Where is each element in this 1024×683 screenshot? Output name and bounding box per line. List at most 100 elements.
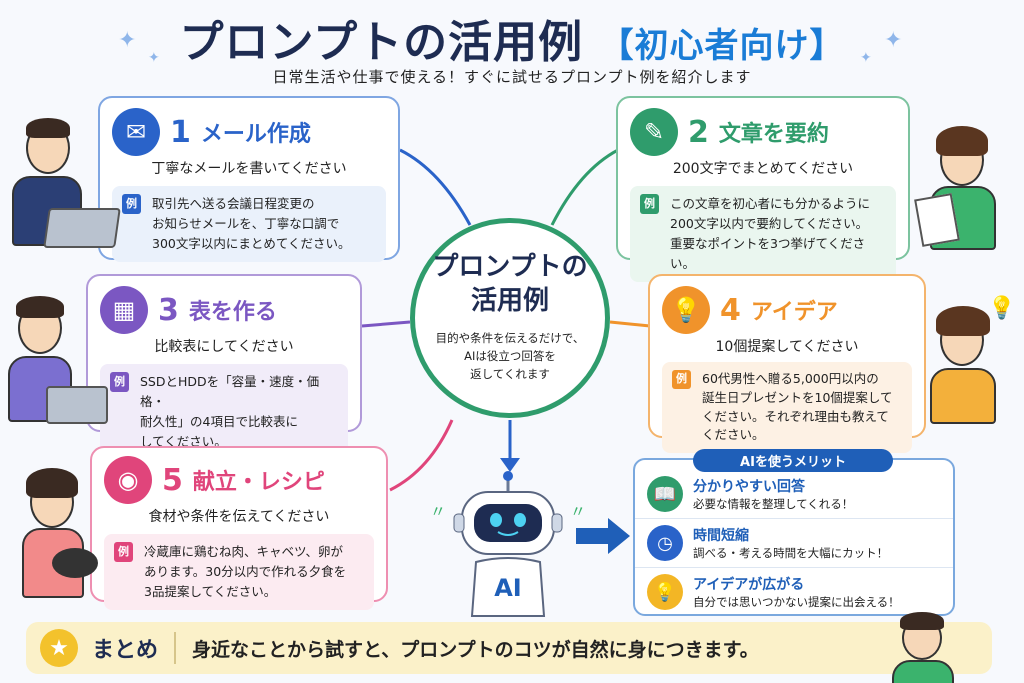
page-subtitle: 日常生活や仕事で使える！すぐに試せるプロンプト例を紹介します bbox=[272, 68, 752, 86]
sparkle-icon: 〃 bbox=[570, 502, 587, 521]
example-line: 60代男性へ贈る5,000円以内の bbox=[702, 371, 879, 386]
merit-panel: AIを使うメリット 📖 分かりやすい回答 必要な情報を整理してくれる！ ◷ 時間… bbox=[633, 449, 955, 616]
merit-title: アイデアが広がる bbox=[693, 577, 805, 593]
card-subtitle: 比較表にしてください bbox=[154, 339, 294, 355]
merit-title: 分かりやすい回答 bbox=[693, 479, 805, 495]
merit-item: ◷ 時間短縮 調べる・考える時間を大幅にカット！ bbox=[635, 518, 953, 567]
person-woman-paper-illustration bbox=[914, 120, 1008, 250]
pot-icon: ◉ bbox=[104, 456, 152, 504]
card-example: 例 取引先へ送る会議日程変更の お知らせメールを、丁寧な口調で 300文字以内に… bbox=[112, 186, 386, 262]
example-line: 冷蔵庫に鶏むね肉、キャベツ、卵が bbox=[144, 544, 344, 559]
card-title: 表を作る bbox=[188, 300, 277, 325]
sparkle-icon: ✦ bbox=[860, 50, 872, 66]
person-businessman-illustration bbox=[6, 110, 121, 250]
star-icon: ★ bbox=[40, 629, 78, 667]
merit-desc: 必要な情報を整理してくれる！ bbox=[693, 497, 854, 511]
card-header: ✎ 2 文章を要約 bbox=[618, 98, 908, 156]
example-line: してください。 bbox=[140, 434, 227, 449]
clock-icon: ◷ bbox=[647, 525, 683, 561]
table-icon: ▦ bbox=[100, 286, 148, 334]
person-pointing-illustration bbox=[878, 608, 974, 683]
robot-icon bbox=[453, 471, 563, 617]
sparkle-icon: ✦ bbox=[148, 50, 160, 66]
robot-label: AI bbox=[494, 574, 522, 602]
person-cooking-illustration bbox=[6, 462, 102, 602]
example-line: 3品提案してください。 bbox=[144, 584, 277, 599]
card-header: 💡 4 アイデア bbox=[650, 276, 924, 334]
person-laptop-illustration bbox=[2, 290, 108, 430]
center-title: プロンプトの 活用例 bbox=[415, 251, 605, 319]
example-line: 200文字以内で要約してください。 bbox=[670, 216, 869, 231]
example-line: SSDとHDDを「容量・速度・価格・ bbox=[140, 374, 320, 409]
summary-bar: ★ まとめ 身近なことから試すと、プロンプトのコツが自然に身につきます。 bbox=[26, 622, 992, 674]
card-example: 例 冷蔵庫に鶏むね肉、キャベツ、卵が あります。30分以内で作れる夕食を 3品提… bbox=[104, 534, 374, 610]
merit-item: 📖 分かりやすい回答 必要な情報を整理してくれる！ bbox=[635, 470, 953, 518]
card-subtitle: 10個提案してください bbox=[715, 339, 859, 355]
merit-header: AIを使うメリット bbox=[693, 449, 893, 472]
merit-item: 💡 アイデアが広がる 自分では思いつかない提案に出会える！ bbox=[635, 567, 953, 616]
card-title: メール作成 bbox=[200, 122, 311, 147]
summary-label: まとめ bbox=[92, 632, 177, 664]
center-desc-line: AIは役立つ回答を bbox=[464, 348, 556, 363]
example-line: お知らせメールを、丁寧な口調で bbox=[152, 216, 340, 231]
page-title: プロンプトの活用例 【初心者向け】 bbox=[0, 6, 1024, 70]
center-circle: プロンプトの 活用例 目的や条件を伝えるだけで、 AIは役立つ回答を 返してくれ… bbox=[410, 218, 610, 418]
sparkle-icon: ✦ bbox=[118, 28, 137, 53]
card-table: ▦ 3 表を作る 比較表にしてください 例 SSDとHDDを「容量・速度・価格・… bbox=[86, 274, 362, 460]
example-label: 例 bbox=[672, 370, 691, 389]
lightbulb-icon: 💡 bbox=[647, 574, 683, 610]
example-label: 例 bbox=[110, 372, 129, 392]
example-line: 耐久性」の4項目で比較表に bbox=[140, 414, 298, 429]
card-header: ◉ 5 献立・レシピ bbox=[92, 448, 386, 504]
center-title-line: プロンプトの bbox=[432, 252, 588, 282]
card-subtitle: 丁寧なメールを書いてください bbox=[151, 161, 347, 177]
merit-desc: 調べる・考える時間を大幅にカット！ bbox=[693, 546, 889, 560]
example-label: 例 bbox=[114, 542, 133, 562]
center-description: 目的や条件を伝えるだけで、 AIは役立つ回答を 返してくれます bbox=[415, 329, 605, 384]
person-thinking-illustration: 💡 bbox=[920, 296, 1016, 426]
example-line: あります。30分以内で作れる夕食を bbox=[144, 564, 347, 579]
card-number: 4 bbox=[720, 292, 741, 328]
example-label: 例 bbox=[640, 194, 659, 214]
example-line: この文章を初心者にも分かるように bbox=[670, 196, 871, 211]
sparkle-icon: ✦ bbox=[884, 28, 903, 53]
center-title-line: 活用例 bbox=[470, 285, 549, 316]
document-icon: ✎ bbox=[630, 108, 678, 156]
example-line: 300文字以内にまとめてください。 bbox=[152, 236, 351, 251]
card-recipe: ◉ 5 献立・レシピ 食材や条件を伝えてください 例 冷蔵庫に鶏むね肉、キャベツ… bbox=[90, 446, 388, 610]
example-line: ください。 bbox=[702, 427, 765, 443]
card-number: 5 bbox=[162, 462, 183, 498]
card-title: アイデア bbox=[750, 300, 838, 325]
lightbulb-icon: 💡 bbox=[662, 286, 710, 334]
center-desc-line: 返してくれます bbox=[470, 367, 550, 382]
lightbulb-icon: 💡 bbox=[988, 296, 1016, 321]
merit-desc: 自分では思いつかない提案に出会える！ bbox=[693, 595, 900, 609]
card-subtitle: 食材や条件を伝えてください bbox=[148, 509, 330, 525]
card-idea: 💡 4 アイデア 10個提案してください 例 60代男性へ贈る5,000円以内の… bbox=[648, 274, 926, 453]
example-line: 重要なポイントを3つ挙げてください。 bbox=[670, 236, 866, 271]
title-tag: 【初心者向け】 bbox=[599, 26, 845, 66]
arrow-right-icon bbox=[576, 518, 630, 554]
example-line: ください。それぞれ理由も教えて bbox=[702, 408, 889, 424]
card-summary-text: ✎ 2 文章を要約 200文字でまとめてください 例 この文章を初心者にも分かる… bbox=[616, 96, 910, 282]
card-header: ✉ 1 メール作成 bbox=[100, 98, 398, 156]
example-line: 取引先へ送る会議日程変更の bbox=[152, 196, 315, 211]
example-line: 誕生日プレゼントを10個提案して bbox=[702, 389, 893, 405]
card-example: 例 60代男性へ贈る5,000円以内の 誕生日プレゼントを10個提案して くださ… bbox=[662, 362, 912, 453]
title-main: プロンプトの活用例 bbox=[179, 17, 584, 68]
merit-title: 時間短縮 bbox=[693, 528, 749, 544]
card-email: ✉ 1 メール作成 丁寧なメールを書いてください 例 取引先へ送る会議日程変更の… bbox=[98, 96, 400, 262]
envelope-icon: ✉ bbox=[112, 108, 160, 156]
card-example: 例 SSDとHDDを「容量・速度・価格・ 耐久性」の4項目で比較表に してくださ… bbox=[100, 364, 348, 460]
card-header: ▦ 3 表を作る bbox=[88, 276, 360, 334]
center-desc-line: 目的や条件を伝えるだけで、 bbox=[435, 330, 585, 345]
card-subtitle: 200文字でまとめてください bbox=[672, 161, 854, 177]
book-icon: 📖 bbox=[647, 476, 683, 512]
card-number: 2 bbox=[688, 114, 709, 150]
sparkle-icon: 〃 bbox=[430, 502, 447, 521]
card-title: 文章を要約 bbox=[718, 122, 829, 147]
card-title: 献立・レシピ bbox=[192, 470, 325, 495]
robot-illustration: AI 〃 〃 bbox=[430, 470, 586, 620]
summary-text: 身近なことから試すと、プロンプトのコツが自然に身につきます。 bbox=[192, 638, 759, 661]
